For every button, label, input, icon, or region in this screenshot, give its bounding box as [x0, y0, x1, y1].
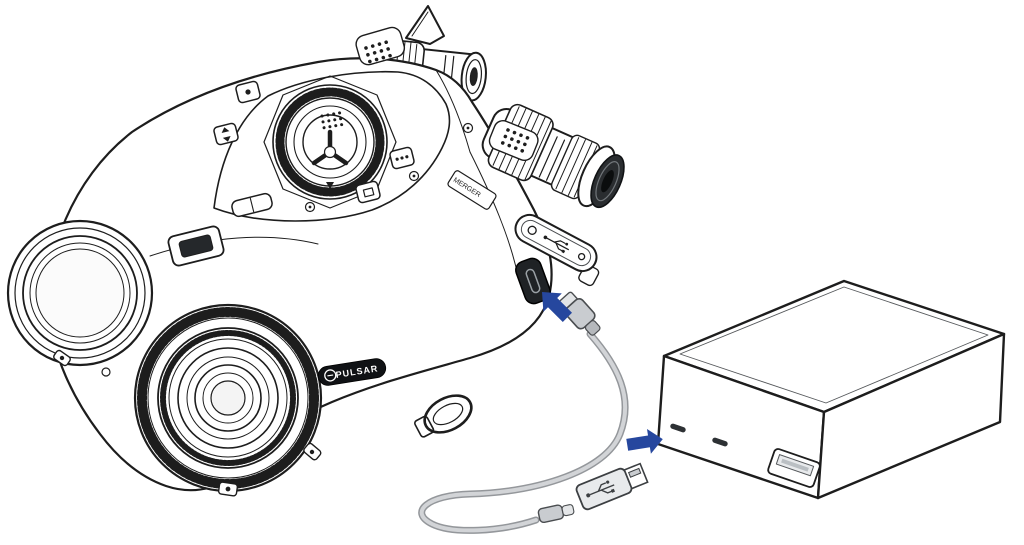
deck-screws [304, 122, 474, 213]
usb-flap [514, 213, 600, 287]
control-dial [272, 84, 388, 200]
usb-c-socket [525, 268, 541, 294]
power-rocker [231, 192, 273, 218]
antenna-fin [405, 5, 445, 45]
power-bank-top-inner-line [679, 286, 989, 404]
power-bank-usb-c-slot-2 [712, 437, 728, 447]
updown-button [213, 122, 239, 146]
right-tube-grille [488, 120, 539, 162]
power-bank [656, 279, 1006, 500]
strap-ring [414, 394, 473, 438]
usb-icon-flap [543, 235, 569, 254]
arrow-to-power-bank [626, 429, 663, 454]
usb-c-plug-end [537, 504, 575, 524]
usb-c-plug-device [558, 291, 601, 336]
lens-clip-left [53, 349, 71, 367]
lens-clip-right [303, 442, 322, 461]
menu-button [355, 180, 381, 204]
power-bank-usb-a-port [767, 448, 821, 488]
mode-button [389, 146, 415, 170]
usb-cable-assembly [418, 291, 649, 534]
thermal-binoculars: PULSAR MERGER [6, 5, 625, 497]
objective-lens-front [133, 303, 323, 497]
eyecup [590, 154, 625, 209]
usb-a-adapter [575, 462, 649, 511]
usb-cable-core [419, 332, 628, 533]
usb-icon-adapter [586, 480, 616, 498]
front-window [167, 225, 225, 267]
record-button [235, 80, 261, 104]
deck-plate [213, 70, 451, 222]
usb-port [515, 257, 551, 305]
brand-logo-icon [324, 369, 337, 382]
brand-logo: PULSAR [317, 358, 387, 386]
lens-clip-bottom [217, 481, 239, 497]
power-bank-usb-c-slot-1 [670, 423, 686, 433]
objective-lens-left [6, 219, 154, 377]
power-bank-right-face [816, 332, 1006, 500]
arrow-to-device-port [542, 292, 572, 322]
